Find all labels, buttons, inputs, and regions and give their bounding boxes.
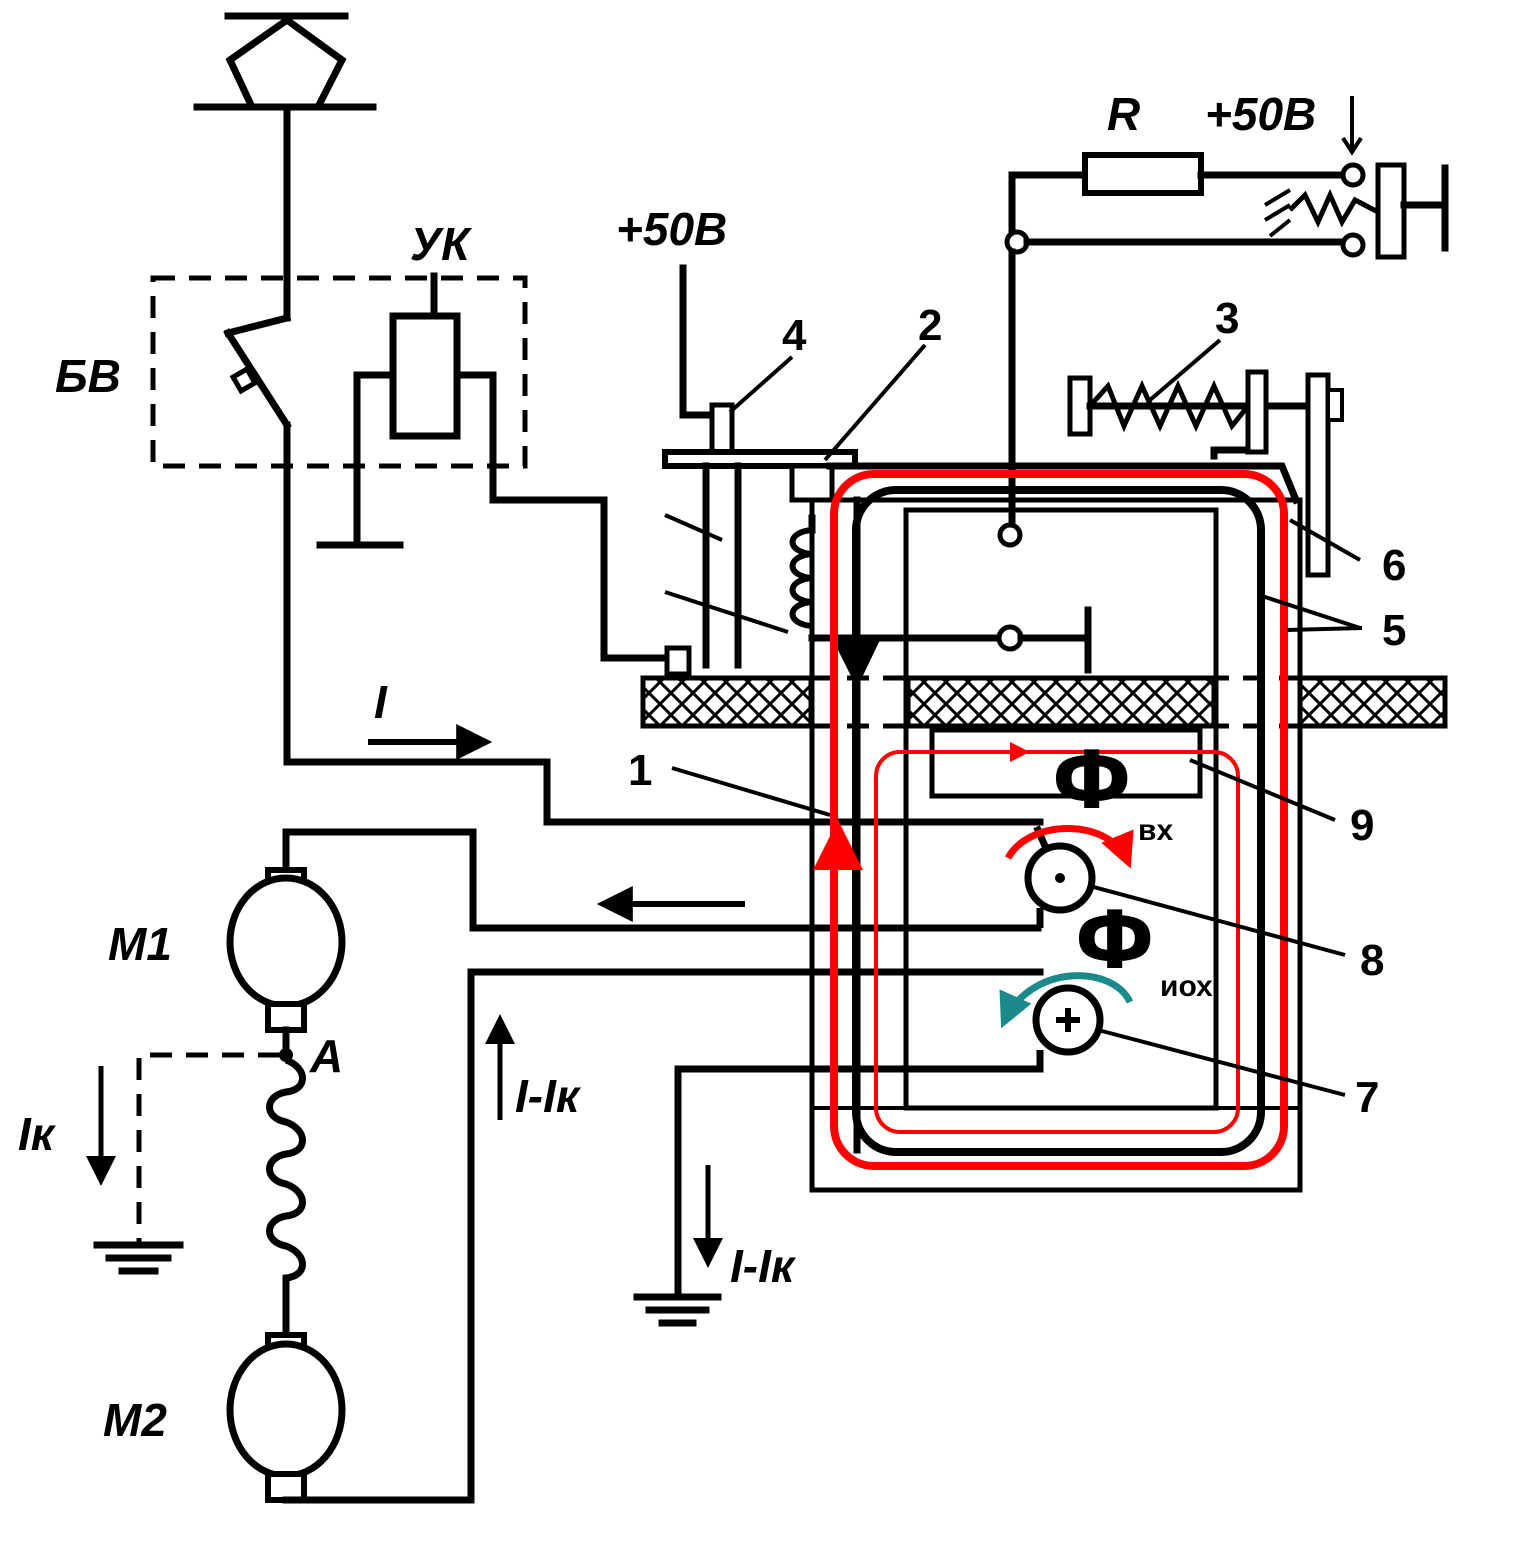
label-node-a: A (309, 1030, 343, 1082)
number-4: 4 (782, 311, 807, 360)
motor-m2 (226, 968, 1044, 1504)
magnetic-core (809, 486, 1303, 1193)
label-supply-left: +50В (616, 203, 727, 255)
current-line (283, 758, 1044, 826)
label-phi-in: Ф (1052, 734, 1131, 827)
ground-right (633, 1293, 722, 1327)
label-coil: УК (410, 218, 472, 270)
number-1: 1 (628, 746, 652, 795)
label-resistor: R (1107, 88, 1140, 140)
label-phi-in-sub: вх (1138, 814, 1173, 847)
breaker-box (150, 272, 692, 766)
armature-7 (999, 972, 1134, 1069)
label-motor2: M2 (103, 1394, 167, 1446)
leader-lines (671, 338, 1363, 1097)
label-supply-top: +50В (1205, 88, 1316, 140)
pantograph-symbol (193, 12, 377, 322)
motor-m1 (226, 828, 1042, 1059)
armature-8 (1004, 825, 1134, 928)
label-ik: Iк (18, 1108, 57, 1160)
number-6: 6 (1382, 541, 1406, 590)
label-phi-out: Ф (1075, 894, 1154, 987)
label-breaker: БВ (55, 350, 121, 402)
number-2: 2 (918, 301, 942, 350)
number-7: 7 (1355, 1073, 1379, 1122)
label-i-ik-right: I-Iк (730, 1240, 797, 1292)
flux-paths (813, 470, 1288, 1170)
number-5: 5 (1382, 606, 1406, 655)
insulation-plate (640, 675, 1448, 729)
label-motor1: M1 (108, 918, 172, 970)
label-phi-out-sub: иох (1160, 970, 1213, 1003)
ground-line (674, 1065, 1044, 1299)
number-8: 8 (1360, 936, 1384, 985)
label-i-ik-left: I-Iк (515, 1070, 582, 1122)
label-current: I (374, 676, 388, 728)
number-3: 3 (1215, 294, 1239, 343)
down-triangle (833, 640, 880, 688)
ground-left (93, 1241, 184, 1275)
number-9: 9 (1350, 801, 1374, 850)
relay-mechanism (662, 264, 1344, 674)
field-winding (136, 1048, 306, 1335)
resistor-circuit (997, 96, 1449, 548)
